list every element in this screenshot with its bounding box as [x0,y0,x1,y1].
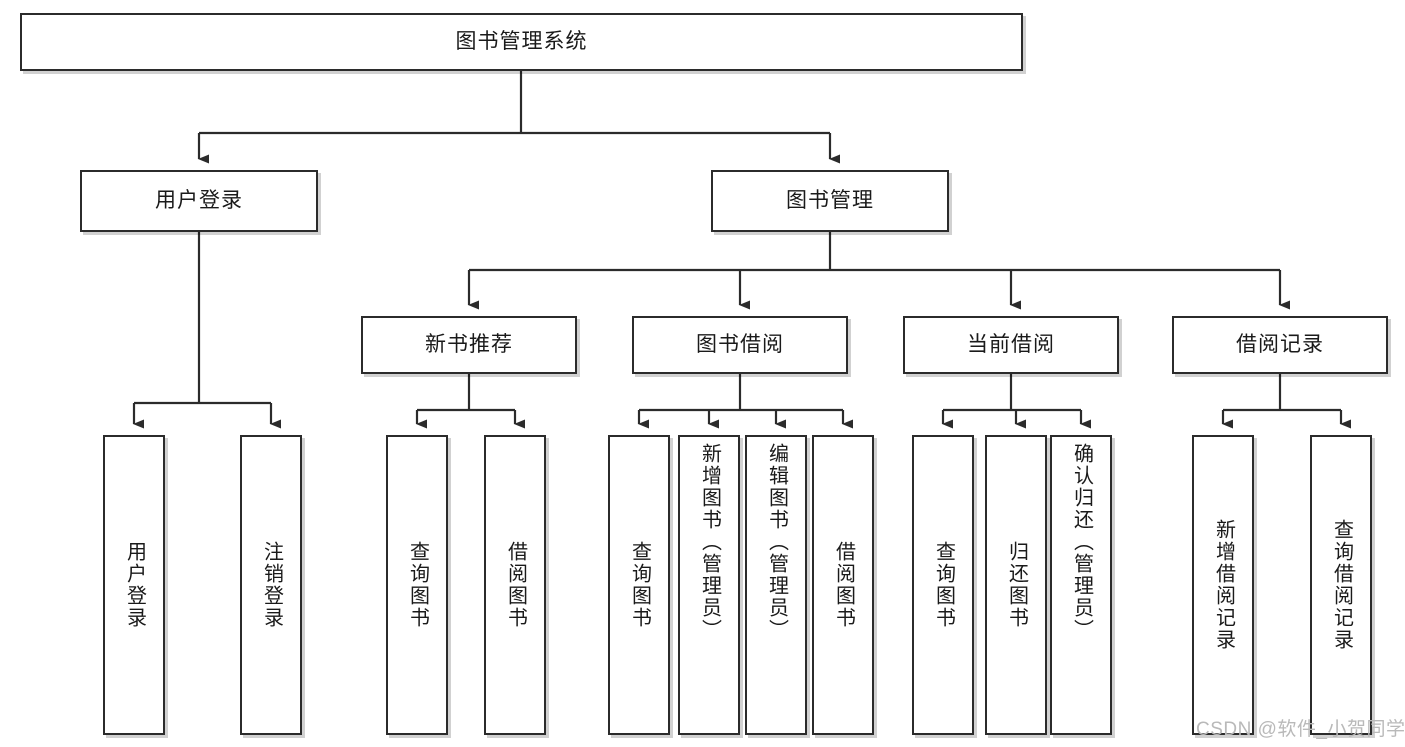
node-leaf-新增借阅记录[interactable]: 新增借阅记录 [1192,435,1254,735]
node-level3-借阅记录[interactable]: 借阅记录 [1172,316,1388,374]
node-label: 查询图书 [406,541,429,629]
node-leaf-查询图书[interactable]: 查询图书 [608,435,670,735]
node-label: 图书借阅 [696,332,784,356]
node-leaf-查询图书[interactable]: 查询图书 [386,435,448,735]
node-label: 当前借阅 [967,332,1055,356]
node-level3-当前借阅[interactable]: 当前借阅 [903,316,1119,374]
node-label: 新增图书（管理员） [698,443,721,641]
node-label: 借阅图书 [832,541,855,629]
node-leaf-用户登录[interactable]: 用户登录 [103,435,165,735]
node-leaf-编辑图书管理员[interactable]: 编辑图书（管理员） [745,435,807,735]
node-label: 图书管理 [786,188,874,212]
node-leaf-归还图书[interactable]: 归还图书 [985,435,1047,735]
node-label: 归还图书 [1005,541,1028,629]
node-level2-图书管理[interactable]: 图书管理 [711,170,949,232]
node-leaf-确认归还管理员[interactable]: 确认归还（管理员） [1050,435,1112,735]
node-leaf-查询图书[interactable]: 查询图书 [912,435,974,735]
node-label: 新书推荐 [425,332,513,356]
node-label: 用户登录 [155,188,243,212]
node-level2-用户登录[interactable]: 用户登录 [80,170,318,232]
node-label: 注销登录 [260,541,283,629]
node-label: 用户登录 [123,541,146,629]
node-level3-图书借阅[interactable]: 图书借阅 [632,316,848,374]
node-root-图书管理系统[interactable]: 图书管理系统 [20,13,1023,71]
node-leaf-新增图书管理员[interactable]: 新增图书（管理员） [678,435,740,735]
node-label: 查询图书 [932,541,955,629]
node-label: 查询图书 [628,541,651,629]
node-label: 确认归还（管理员） [1070,443,1093,641]
node-leaf-借阅图书[interactable]: 借阅图书 [812,435,874,735]
node-label: 新增借阅记录 [1212,519,1235,651]
node-leaf-借阅图书[interactable]: 借阅图书 [484,435,546,735]
node-label: 图书管理系统 [455,29,588,53]
node-label: 借阅记录 [1236,332,1324,356]
node-label: 编辑图书（管理员） [765,443,788,641]
node-leaf-注销登录[interactable]: 注销登录 [240,435,302,735]
node-label: 查询借阅记录 [1330,519,1353,651]
connector-lines [132,71,1351,429]
node-leaf-查询借阅记录[interactable]: 查询借阅记录 [1310,435,1372,735]
node-label: 借阅图书 [504,541,527,629]
node-level3-新书推荐[interactable]: 新书推荐 [361,316,577,374]
